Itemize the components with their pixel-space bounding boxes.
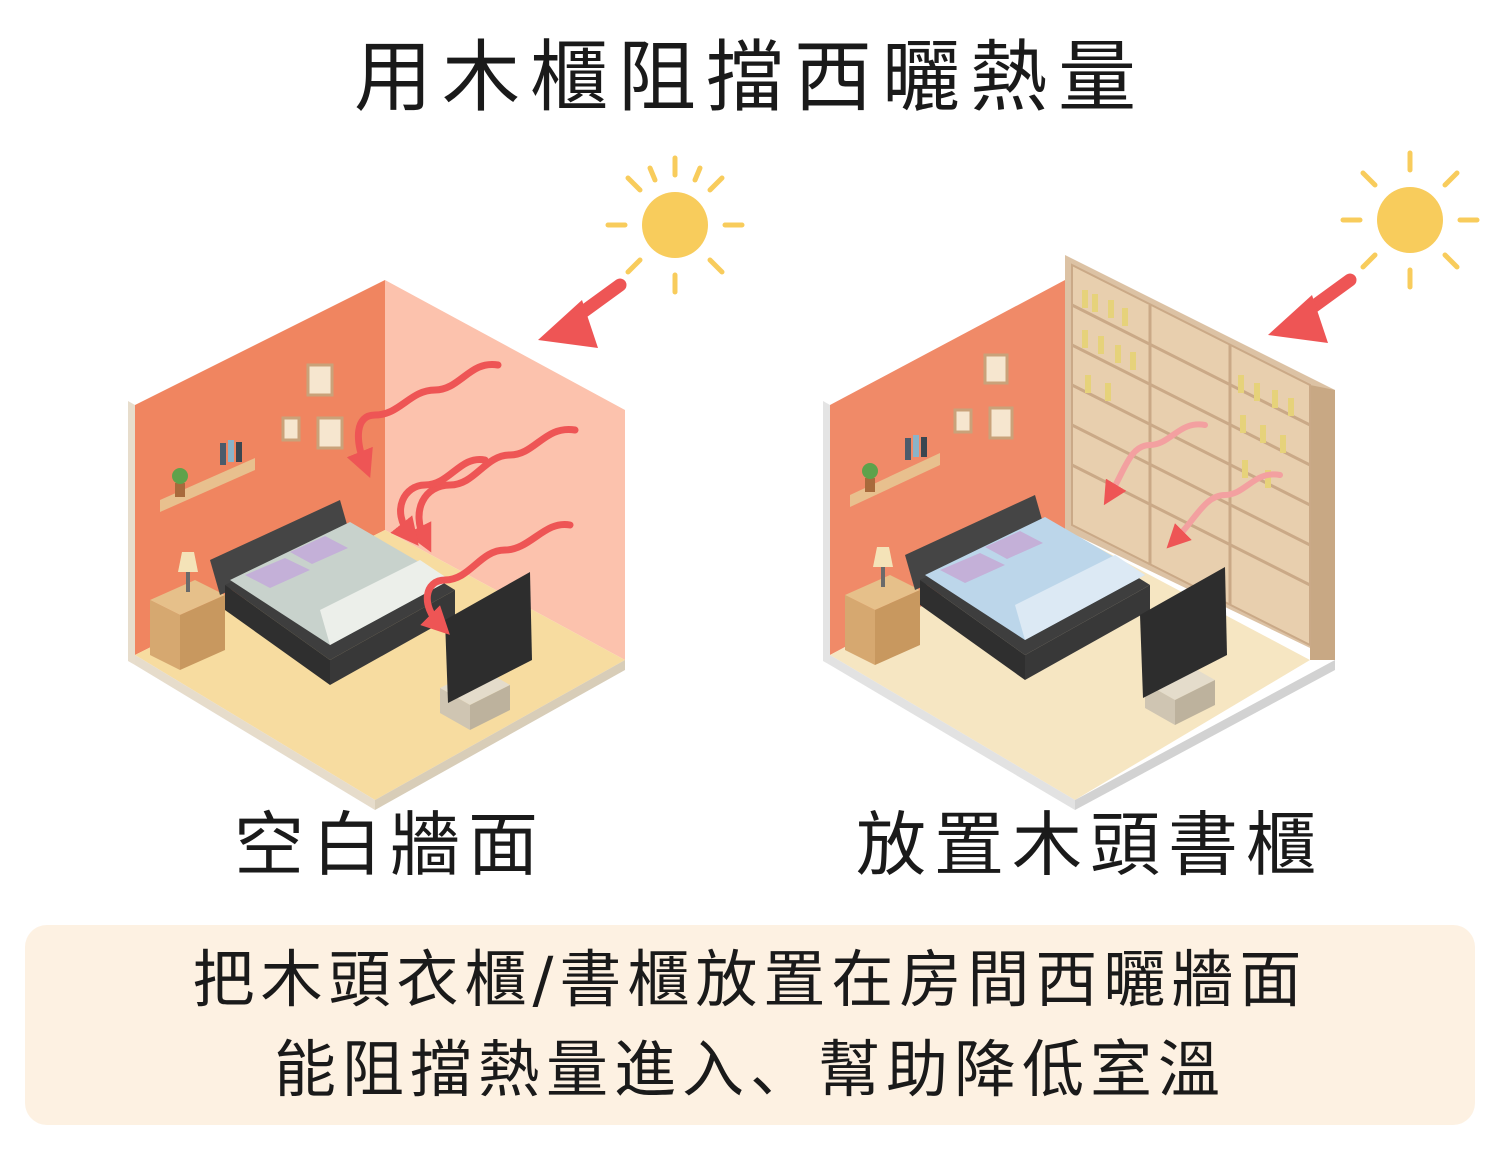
note-line-1: 把木頭衣櫃/書櫃放置在房間西曬牆面 — [192, 943, 1308, 1016]
plant-icon — [862, 463, 878, 492]
scene-bookshelf-wall — [810, 140, 1500, 820]
lamp-icon — [178, 552, 198, 592]
heat-arrow-icon — [1268, 273, 1357, 343]
sun-icon — [605, 155, 745, 295]
plant-icon — [172, 468, 188, 497]
tv-icon — [1140, 567, 1227, 725]
heat-wave-icon — [1103, 421, 1283, 549]
sun-icon — [1340, 150, 1480, 290]
bookshelf-icon — [1071, 263, 1311, 647]
picture-frame-icon — [953, 353, 1014, 440]
note-line-2: 能阻擋熱量進入、幫助降低室溫 — [273, 1033, 1226, 1106]
wall-shelf — [160, 440, 255, 512]
wall-shelf — [850, 435, 940, 507]
caption-empty-wall: 空白牆面 — [234, 804, 546, 886]
caption-bookshelf: 放置木頭書櫃 — [856, 804, 1324, 886]
lamp-icon — [873, 547, 893, 587]
picture-frame-icon — [281, 363, 344, 450]
bed-icon — [210, 500, 455, 685]
bed-icon — [905, 495, 1150, 680]
heat-arrow-icon — [538, 278, 627, 348]
page-title: 用木櫃阻擋西曬熱量 — [353, 33, 1146, 123]
nightstand-icon — [150, 580, 225, 670]
room-illustration-empty — [128, 155, 745, 810]
room-illustration-bookshelf — [823, 150, 1480, 810]
tv-icon — [440, 572, 532, 730]
heat-wave-icon — [346, 360, 579, 635]
nightstand-icon — [845, 575, 920, 665]
scene-empty-wall — [120, 140, 760, 820]
summary-note: 把木頭衣櫃/書櫃放置在房間西曬牆面 能阻擋熱量進入、幫助降低室溫 — [25, 925, 1475, 1125]
